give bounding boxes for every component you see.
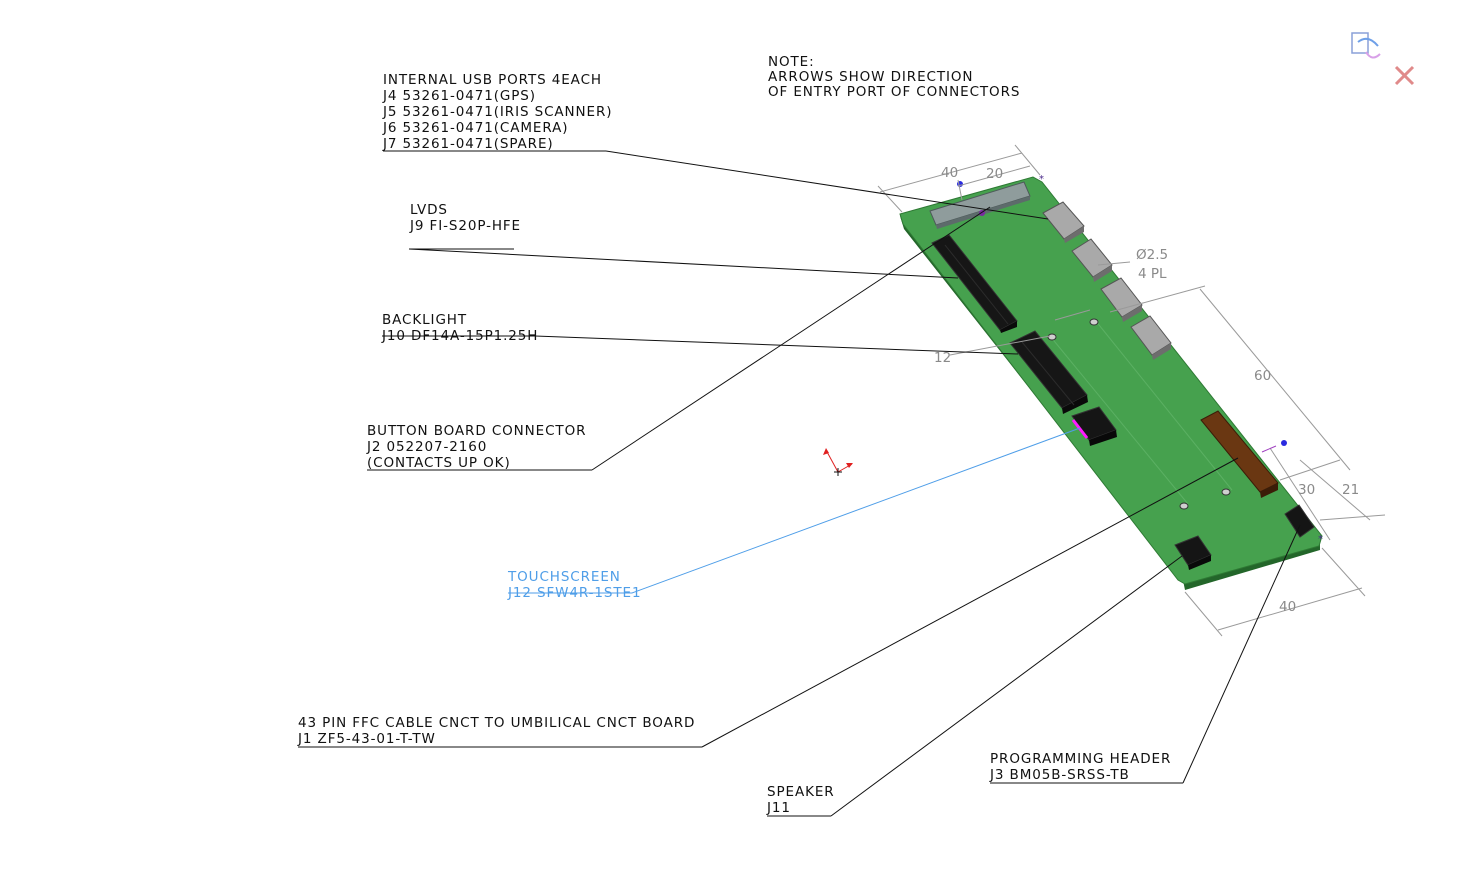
callout-speaker-part: J11 xyxy=(766,800,791,816)
note-line-2: ARROWS SHOW DIRECTION xyxy=(768,69,973,85)
pcb-board[interactable] xyxy=(899,176,1323,590)
callout-backlight-title: BACKLIGHT xyxy=(382,312,467,328)
callout-lvds-part: J9 FI-S20P-HFE xyxy=(409,218,521,234)
callout-backlight-part: J10 DF14A-15P1.25H xyxy=(381,328,538,344)
callout-usb-j4: J4 53261-0471(GPS) xyxy=(382,88,536,104)
dim-hole-count: 4 PL xyxy=(1138,266,1167,282)
dim-20-top: 20 xyxy=(986,166,1003,182)
callout-button-part: J2 052207-2160 xyxy=(366,439,487,455)
callout-usb-j6: J6 53261-0471(CAMERA) xyxy=(382,120,568,136)
usb-port-j5[interactable] xyxy=(1071,238,1113,282)
callout-usb: INTERNAL USB PORTS 4EACH J4 53261-0471(G… xyxy=(382,72,612,152)
usb-port-j4[interactable] xyxy=(1042,201,1085,243)
note-line-1: NOTE: xyxy=(768,54,815,70)
sketch-mark: * xyxy=(1039,174,1044,185)
callout-button-board: BUTTON BOARD CONNECTOR J2 052207-2160 (C… xyxy=(366,423,586,471)
coordinate-origin-icon xyxy=(823,448,853,476)
callout-usb-j5: J5 53261-0471(IRIS SCANNER) xyxy=(382,104,612,120)
callout-programming-part: J3 BM05B-SRSS-TB xyxy=(989,767,1130,783)
callout-programming: PROGRAMMING HEADER J3 BM05B-SRSS-TB xyxy=(989,751,1171,783)
reference-point xyxy=(1281,440,1287,446)
dimension-lines xyxy=(877,144,1386,637)
dim-30: 30 xyxy=(1298,482,1315,498)
callout-backlight: BACKLIGHT J10 DF14A-15P1.25H xyxy=(381,312,538,344)
dim-40-top: 40 xyxy=(941,165,958,181)
board-top-face xyxy=(899,176,1323,585)
callout-touchscreen: TOUCHSCREEN J12 SFW4R-1STE1 xyxy=(507,569,641,601)
callout-button-note: (CONTACTS UP OK) xyxy=(367,455,511,471)
callout-speaker-title: SPEAKER xyxy=(767,784,835,800)
callout-ffc-title: 43 PIN FFC CABLE CNCT TO UMBILICAL CNCT … xyxy=(298,715,695,731)
dim-12: 12 xyxy=(934,350,951,366)
sketch-mark xyxy=(1261,445,1277,453)
dim-hole-diameter: Ø2.5 xyxy=(1136,247,1168,263)
note-line-3: OF ENTRY PORT OF CONNECTORS xyxy=(768,84,1020,100)
callout-lvds-title: LVDS xyxy=(410,202,448,218)
callout-usb-j7: J7 53261-0471(SPARE) xyxy=(382,136,554,152)
j2-button-board-connector[interactable] xyxy=(1200,410,1279,498)
callout-ffc-part: J1 ZF5-43-01-T-TW xyxy=(297,731,436,747)
dim-40-bottom: 40 xyxy=(1279,599,1296,615)
rebuild-icon[interactable] xyxy=(1351,32,1381,59)
callout-button-title: BUTTON BOARD CONNECTOR xyxy=(367,423,586,439)
callout-lvds: LVDS J9 FI-S20P-HFE xyxy=(409,202,521,234)
mounting-holes xyxy=(1047,318,1231,510)
callout-touchscreen-part: J12 SFW4R-1STE1 xyxy=(507,585,641,601)
callout-touchscreen-title: TOUCHSCREEN xyxy=(507,569,621,585)
board-construction-line xyxy=(1049,335,1189,505)
note-block: NOTE: ARROWS SHOW DIRECTION OF ENTRY POR… xyxy=(768,54,1020,100)
j12-touchscreen-connector[interactable] xyxy=(1071,406,1117,446)
dim-21: 21 xyxy=(1342,482,1359,498)
callout-speaker: SPEAKER J11 xyxy=(766,784,835,816)
callout-programming-title: PROGRAMMING HEADER xyxy=(990,751,1171,767)
j9-lvds-connector[interactable] xyxy=(931,234,1018,333)
dim-60: 60 xyxy=(1254,368,1271,384)
board-construction-line xyxy=(1094,319,1233,491)
j11-speaker-connector[interactable] xyxy=(1174,535,1212,570)
sketch-mark: * xyxy=(1318,534,1323,545)
close-icon[interactable] xyxy=(1394,65,1415,86)
leader-lines xyxy=(298,150,1301,817)
callout-usb-title: INTERNAL USB PORTS 4EACH xyxy=(383,72,602,88)
callout-ffc: 43 PIN FFC CABLE CNCT TO UMBILICAL CNCT … xyxy=(297,715,695,747)
usb-port-j6[interactable] xyxy=(1100,277,1143,322)
j3-programming-header[interactable] xyxy=(1284,504,1315,538)
usb-port-j7[interactable] xyxy=(1130,315,1172,360)
j10-backlight-connector[interactable] xyxy=(1009,330,1088,414)
